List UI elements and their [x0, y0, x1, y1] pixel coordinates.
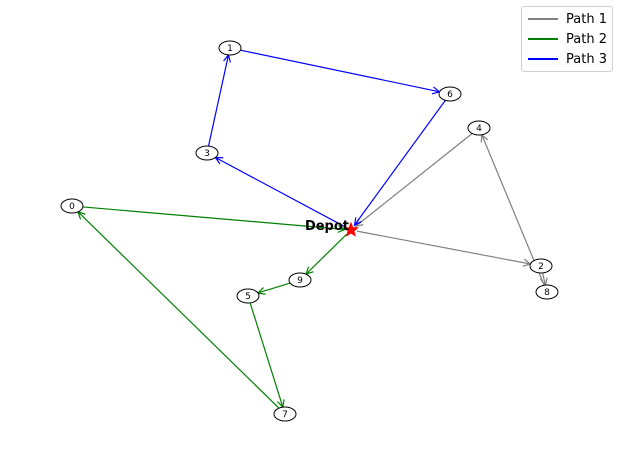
edge-path-1 [354, 133, 473, 228]
legend-item-path-1: Path 1 [528, 9, 607, 29]
node-9: 9 [288, 272, 312, 288]
legend-label-path-1: Path 1 [566, 11, 607, 27]
node-8: 8 [535, 284, 559, 300]
legend-label-path-3: Path 3 [566, 51, 607, 67]
node-label: 7 [282, 410, 288, 420]
edge-path-2 [305, 233, 348, 276]
edge-path-3 [207, 53, 231, 147]
edge-path-2 [256, 282, 291, 295]
legend: Path 1 Path 2 Path 3 [521, 6, 613, 72]
edge-path-3 [240, 49, 441, 95]
legend-swatch-path-1 [528, 18, 558, 20]
node-2: 2 [529, 258, 553, 274]
legend-swatch-path-2 [528, 38, 558, 40]
legend-label-path-2: Path 2 [566, 31, 607, 47]
node-0: 0 [60, 198, 84, 214]
node-3: 3 [195, 145, 219, 161]
node-label: 8 [544, 288, 550, 298]
edge-path-3 [214, 156, 346, 228]
node-label: 4 [476, 124, 482, 134]
node-label: 5 [245, 292, 251, 302]
depot-star-icon [343, 221, 359, 237]
nodes-layer: 0 1 2 3 4 5 6 7 8 9 [60, 40, 559, 422]
node-label: 9 [297, 276, 303, 286]
depot-node: Depot [305, 219, 359, 237]
legend-item-path-3: Path 3 [528, 49, 607, 69]
node-label: 0 [69, 202, 75, 212]
node-label: 2 [538, 262, 544, 272]
edges-layer [77, 49, 548, 409]
edge-path-3 [353, 99, 446, 227]
legend-swatch-path-3 [528, 58, 558, 60]
node-6: 6 [438, 86, 462, 102]
node-5: 5 [236, 288, 260, 304]
legend-item-path-2: Path 2 [528, 29, 607, 49]
node-7: 7 [273, 406, 297, 422]
node-label: 1 [227, 44, 233, 54]
node-1: 1 [218, 40, 242, 56]
edge-path-1 [356, 230, 532, 267]
edge-path-2 [77, 210, 280, 409]
edge-path-2 [249, 302, 285, 409]
node-label: 3 [204, 149, 210, 159]
depot-label: Depot [305, 219, 349, 234]
node-label: 6 [447, 90, 453, 100]
edge-path-2 [82, 206, 347, 233]
node-4: 4 [467, 120, 491, 136]
